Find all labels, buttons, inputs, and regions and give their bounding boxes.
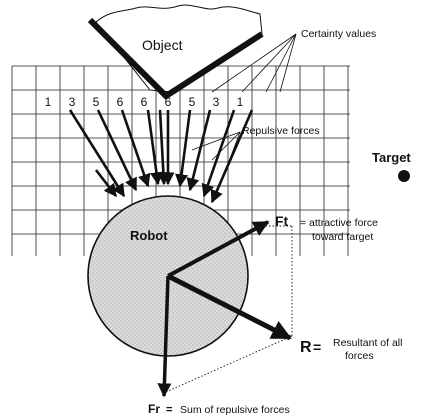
repulsive-arrow bbox=[120, 109, 151, 188]
r-vector bbox=[166, 273, 292, 341]
repulsive-arrow bbox=[175, 109, 192, 188]
certainty-value-5: 6 bbox=[165, 95, 172, 109]
ft-vector bbox=[167, 220, 270, 278]
object-label: Object bbox=[142, 37, 183, 53]
certainty-value-1: 3 bbox=[69, 95, 76, 109]
repulsive-arrow bbox=[156, 109, 170, 186]
repulsive-callout: Repulsive forces bbox=[191, 125, 320, 165]
repulsive-forces-label: Repulsive forces bbox=[242, 125, 320, 137]
fr-vector bbox=[157, 275, 172, 398]
r-desc-line2: forces bbox=[345, 350, 374, 362]
fr-annotation: Fr = Sum of repulsive forces bbox=[148, 402, 290, 416]
robot-label: Robot bbox=[130, 228, 168, 243]
object-shape: Object bbox=[87, 4, 264, 100]
certainty-value-7: 3 bbox=[213, 95, 220, 109]
r-annotation: R = Resultant of all forces bbox=[300, 337, 402, 362]
r-symbol: R bbox=[300, 339, 312, 356]
repulsive-arrow bbox=[186, 109, 212, 192]
fr-symbol: Fr bbox=[148, 402, 160, 416]
repulsive-arrow bbox=[210, 109, 254, 204]
certainty-values-label: Certainty values bbox=[301, 28, 376, 40]
certainty-grid bbox=[11, 65, 350, 256]
fr-desc: Sum of repulsive forces bbox=[180, 404, 290, 416]
target: Target bbox=[372, 150, 411, 182]
r-equals: = bbox=[313, 339, 321, 355]
certainty-callout: Certainty values bbox=[211, 28, 376, 93]
repulsive-arrow bbox=[94, 169, 118, 198]
certainty-value-2: 5 bbox=[93, 95, 100, 109]
certainty-values-row: 1 3 5 6 6 6 5 3 1 bbox=[45, 95, 244, 109]
certainty-value-8: 1 bbox=[237, 95, 244, 109]
target-dot bbox=[398, 170, 410, 182]
ft-symbol: Ft bbox=[275, 213, 289, 229]
fr-equals: = bbox=[166, 404, 172, 416]
ft-desc-line1: = attractive force bbox=[300, 217, 378, 229]
target-label: Target bbox=[372, 150, 411, 165]
repulsive-arrow bbox=[68, 109, 126, 198]
certainty-value-6: 5 bbox=[189, 95, 196, 109]
certainty-value-3: 6 bbox=[117, 95, 124, 109]
certainty-value-4: 6 bbox=[141, 95, 148, 109]
r-desc-line1: Resultant of all bbox=[333, 337, 402, 349]
certainty-value-0: 1 bbox=[45, 95, 52, 109]
ft-desc-line2: toward target bbox=[312, 231, 373, 243]
repulsive-force-arrows bbox=[68, 109, 254, 204]
repulsive-arrow bbox=[96, 109, 138, 192]
force-vectors bbox=[157, 220, 292, 398]
ft-annotation: Ft = attractive force toward target bbox=[275, 213, 378, 243]
repulsive-arrow bbox=[146, 109, 163, 186]
